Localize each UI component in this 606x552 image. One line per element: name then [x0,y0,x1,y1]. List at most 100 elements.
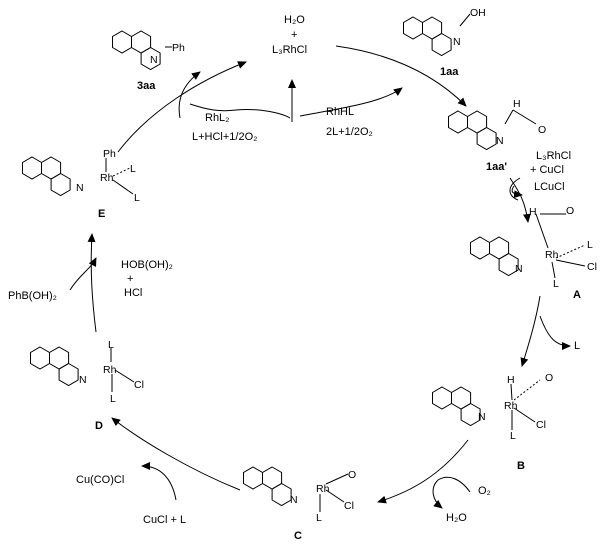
1aa-ring-c [431,32,452,57]
D-l1-label: L [108,339,114,351]
1aaprime-co-bond [512,109,537,125]
A-acyl-bond [535,213,549,249]
1aaprime-label: 1aa' [486,161,507,173]
plus-sign: + [291,29,298,41]
1aa-n-label: N [453,36,461,48]
hcl-label: HCl [124,287,143,299]
A-L1-bond [555,244,586,259]
1aa-oh-label: OH [470,7,486,19]
C-o-label: O [348,469,357,481]
h2o-label: H₂O [284,14,305,26]
phboh2-label: PhB(OH)₂ [8,290,57,302]
A-label: A [573,289,581,301]
l3rhcl-right-label: L₃RhCl [536,150,572,162]
lhcl-o2-label: L+HCl+1/2O₂ [192,131,258,143]
E-ring-a [22,156,42,180]
B-cl-label: Cl [536,419,546,431]
E-ring-c [50,172,71,197]
B-n-label: N [478,411,486,423]
A-ring-c [498,252,519,277]
B-H-bond [510,383,513,401]
E-L1-bond [112,167,131,177]
3aa-ring-a [112,30,132,54]
rhhl-label: RhHL [326,106,355,118]
D-Cl-bond [114,369,135,383]
2l-o2-label: 2L+1/2O₂ [326,126,373,138]
E-l2-label: L [134,192,140,204]
D-cl-label: Cl [134,379,144,391]
B-l1-label: L [510,430,516,442]
3aa-ph-label: Ph [172,42,185,54]
cycle-arrow-1aaprime-to-A [509,177,531,223]
side-arrow-cuco [141,462,177,501]
B-CO-bond [513,379,541,401]
A-L2-bond [551,261,556,279]
B-ring-a [432,386,452,410]
A-l2-label: L [553,278,559,290]
cycle-arrow-1aa-to-1aaprime [335,45,467,107]
cycle-arrow-C-to-D [111,417,241,491]
C-label: C [294,530,302,542]
3aa-ring-c [140,46,161,71]
side-arrow-rhl2 [189,103,291,119]
cuco-cl-label: Cu(CO)Cl [76,474,125,486]
A-rh-label: Rh [545,249,559,261]
B-rh-label: Rh [504,400,518,412]
B-o-label: O [545,372,554,384]
plus2-label: + [127,273,134,285]
1aa-ch2-bond [459,13,471,27]
B-ring-c [460,402,481,427]
cycle-arrow-A-to-B [520,295,541,367]
B-label: B [517,460,525,472]
C-CO-bond [325,473,349,485]
3aa-n-label: N [150,54,158,66]
side-arrow-phb [69,257,97,291]
D-rh-label: Rh [103,364,117,376]
cycle-arrow-D-to-E [87,233,97,333]
1aaprime-n-label: N [496,135,504,147]
1aaprime-ring-a [448,110,468,134]
D-ring-a [30,346,50,370]
cycle-arrow-E-to-3aa [117,61,247,153]
side-arrow-cucl-in [509,177,521,201]
A-o-label: O [566,205,575,217]
A-Cl-bond [555,259,586,267]
A-cl-label: Cl [587,261,597,273]
3aa-label: 3aa [137,80,156,92]
side-arrow-o2 [432,476,471,509]
C-cl-label: Cl [344,500,354,512]
D-n-label: N [79,374,87,386]
E-label: E [98,208,106,220]
E-l1-label: L [130,163,136,175]
A-h-label: H [529,206,537,218]
A-n-label: N [515,263,523,275]
E-L2-bond [112,179,134,195]
1aaprime-cho-bond [504,109,514,125]
D-ring-c [58,362,79,387]
cucl-l-label: CuCl + L [143,514,187,526]
E-ph-label: Ph [103,148,116,160]
C-ring-a [243,466,263,490]
side-arrow-loss-L [539,315,571,350]
E-n-label: N [76,182,84,194]
A-l1-label: L [587,239,593,251]
side-arrow-rhhl [299,87,403,117]
C-l1-label: L [316,512,322,524]
B-Cl-bond [513,407,536,423]
side-arrow-lcucl-out [511,185,523,199]
loss-L-label: L [574,340,581,352]
1aaprime-h-label: H [513,98,521,110]
l3rhcl-label: L₃RhCl [272,44,308,56]
C-n-label: N [290,494,298,506]
side-arrow-rhl2-loop [178,71,201,119]
1aaprime-o-label: O [538,124,547,136]
D-l2-label: L [110,393,116,405]
E-rh-label: Rh [100,172,114,184]
D-label: D [95,420,103,432]
1aa-ring-a [403,16,423,40]
hoboh2-label: HOB(OH)₂ [121,259,173,271]
1aaprime-ring-c [476,126,497,151]
1aa-label: 1aa [440,66,459,78]
